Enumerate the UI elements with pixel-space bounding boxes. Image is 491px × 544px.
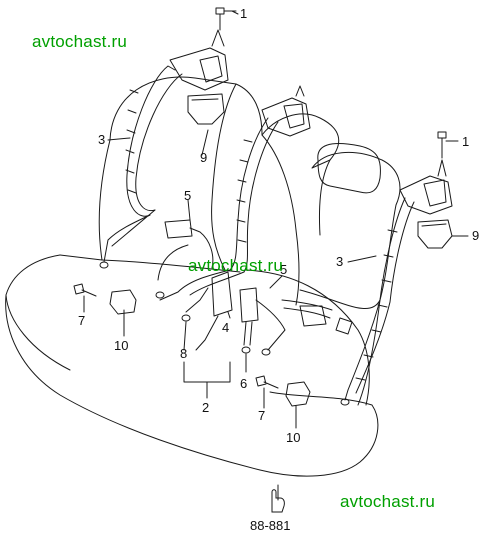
- callout-4: 4: [222, 320, 229, 335]
- callout-5-right: 5: [280, 262, 287, 277]
- callout-3-right: 3: [336, 254, 343, 269]
- bolt-left: [215, 7, 225, 31]
- bolt-right: [437, 131, 447, 159]
- callout-1-right: 1: [462, 134, 469, 149]
- callout-9-left: 9: [200, 150, 207, 165]
- reference-code: 88-881: [250, 518, 290, 533]
- callout-1-left: 1: [240, 6, 247, 21]
- bolt-7-right: [255, 375, 279, 389]
- left-retractor: [169, 47, 229, 91]
- left-belt-webbing: [126, 65, 183, 217]
- middle-retractor: [261, 97, 311, 137]
- center-buckle: [211, 271, 233, 317]
- seat-back-outline: [109, 76, 401, 406]
- callout-2: 2: [202, 400, 209, 415]
- right-retractor: [399, 175, 453, 215]
- seat-cushion-outline: [5, 254, 379, 477]
- left-cover: [187, 93, 225, 125]
- callout-10-right: 10: [286, 430, 300, 445]
- watermark-top-left: avtochast.ru: [32, 32, 128, 51]
- watermark-bottom-right: avtochast.ru: [340, 492, 436, 511]
- front-direction-icon: [271, 489, 285, 513]
- watermark-center: avtochast.ru: [188, 256, 284, 275]
- callout-8: 8: [180, 346, 187, 361]
- callout-6: 6: [240, 376, 247, 391]
- callout-9-right: 9: [472, 228, 479, 243]
- tongue-right: [299, 305, 327, 327]
- buckle-left: [164, 219, 193, 239]
- callout-7-right: 7: [258, 408, 265, 423]
- headrest: [317, 143, 381, 194]
- callout-5-left: 5: [184, 188, 191, 203]
- buckle-right: [239, 287, 259, 323]
- callout-10-left: 10: [114, 338, 128, 353]
- callout-7-left: 7: [78, 313, 85, 328]
- bracket-10-left: [109, 289, 137, 315]
- right-belt-webbing: [347, 197, 415, 394]
- middle-belt-webbing: [229, 117, 279, 273]
- right-cover: [417, 219, 453, 249]
- bracket-10-right: [285, 381, 311, 407]
- callout-3-left: 3: [98, 132, 105, 147]
- bolt-7-left: [73, 283, 97, 297]
